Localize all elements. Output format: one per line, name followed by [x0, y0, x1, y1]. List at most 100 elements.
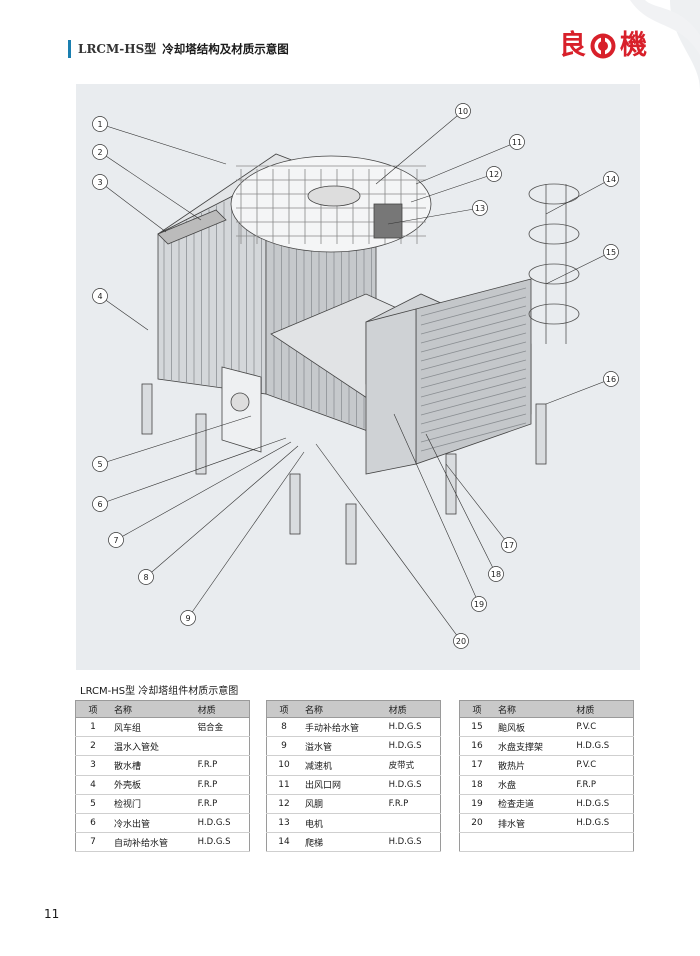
fill-pack: [415, 278, 532, 465]
callout-circle: [603, 171, 619, 187]
page-number: 11: [44, 907, 60, 921]
cell-name: [494, 832, 573, 853]
cell-material: F.R.P: [572, 775, 634, 795]
cell-num: [459, 832, 494, 853]
fan-hub: [307, 185, 361, 207]
callout-label-9: 9: [185, 614, 190, 623]
cell-num: 17: [459, 755, 494, 776]
cell-num: 1: [75, 717, 110, 738]
callout-circle: [92, 456, 108, 472]
cell-name: 水盘: [494, 775, 573, 795]
callout-leader: [145, 445, 299, 578]
callout-label-15: 15: [606, 248, 616, 257]
cell-num: 18: [459, 775, 494, 795]
cell-material: 铝合金: [193, 717, 250, 738]
cell-num: 4: [75, 775, 110, 795]
callout-circle: [471, 596, 487, 612]
cell-num: 9: [266, 736, 301, 757]
brand-char-right: 機: [620, 30, 647, 61]
callout-circle: [603, 244, 619, 260]
header-name: 名称: [301, 700, 385, 718]
callout-leader: [410, 173, 495, 203]
cell-material: [193, 736, 250, 757]
cell-name: 温水入管处: [110, 736, 194, 757]
cell-num: 12: [266, 794, 301, 814]
callout-label-17: 17: [504, 541, 514, 550]
callout-circle: [138, 569, 154, 585]
callout-label-16: 16: [606, 375, 616, 384]
callout-leader: [115, 441, 292, 541]
table-header-row: 项 名称 材质: [266, 700, 441, 718]
cell-name: 颱风板: [494, 717, 573, 738]
header-accent-bar: [68, 40, 71, 58]
cell-num: 16: [459, 736, 494, 757]
cell-material: H.D.G.S: [384, 832, 441, 853]
callout-label-13: 13: [475, 204, 485, 213]
table-caption: LRCM-HS型 冷却塔组件材质示意图: [80, 686, 239, 697]
cell-material: [572, 832, 634, 853]
cell-material: F.R.P: [193, 794, 250, 814]
cell-num: 7: [75, 832, 110, 853]
callout-label-6: 6: [97, 500, 102, 509]
callout-circle: [603, 371, 619, 387]
header-material: 材质: [193, 700, 250, 718]
cell-name: 手动补给水管: [301, 717, 385, 738]
callout-label-20: 20: [456, 637, 466, 646]
cell-name: 水盘支撑架: [494, 736, 573, 757]
callout-circle: [92, 496, 108, 512]
brand-char-left: 良: [559, 30, 586, 61]
callout-leader: [315, 443, 462, 642]
callout-leader: [545, 251, 612, 285]
cell-num: 10: [266, 755, 301, 776]
cell-num: 15: [459, 717, 494, 738]
cell-name: 冷水出管: [110, 813, 194, 834]
header-name: 名称: [110, 700, 194, 718]
callout-circle: [180, 610, 196, 626]
model-name: LRCM-HS型: [78, 42, 157, 56]
cell-name: 减速机: [301, 755, 385, 776]
cell-name: 爬梯: [301, 832, 385, 853]
callout-circle: [92, 144, 108, 160]
cell-material: P.V.C: [572, 717, 634, 738]
cell-name: 风胴: [301, 794, 385, 814]
cell-material: H.D.G.S: [193, 832, 250, 853]
cell-num: 20: [459, 813, 494, 834]
cell-material: [384, 813, 441, 834]
header-name: 名称: [494, 700, 573, 718]
callout-circle: [453, 633, 469, 649]
brand-emblem-icon: [590, 33, 616, 59]
header-num: 项: [75, 700, 110, 718]
cell-name: 检视门: [110, 794, 194, 814]
cell-name: 散水槽: [110, 755, 194, 776]
cell-name: 溢水管: [301, 736, 385, 757]
callout-label-2: 2: [97, 148, 102, 157]
callout-label-1: 1: [97, 120, 102, 129]
callout-leader: [99, 415, 252, 465]
cell-material: F.R.P: [384, 794, 441, 814]
callout-leader: [99, 181, 167, 233]
cell-num: 6: [75, 813, 110, 834]
cell-name: 检查走道: [494, 794, 573, 814]
cell-name: 排水管: [494, 813, 573, 834]
page-subtitle: 冷却塔结构及材质示意图: [162, 42, 289, 56]
cell-name: 出风口网: [301, 775, 385, 795]
callout-circle: [488, 566, 504, 582]
cell-num: 5: [75, 794, 110, 814]
